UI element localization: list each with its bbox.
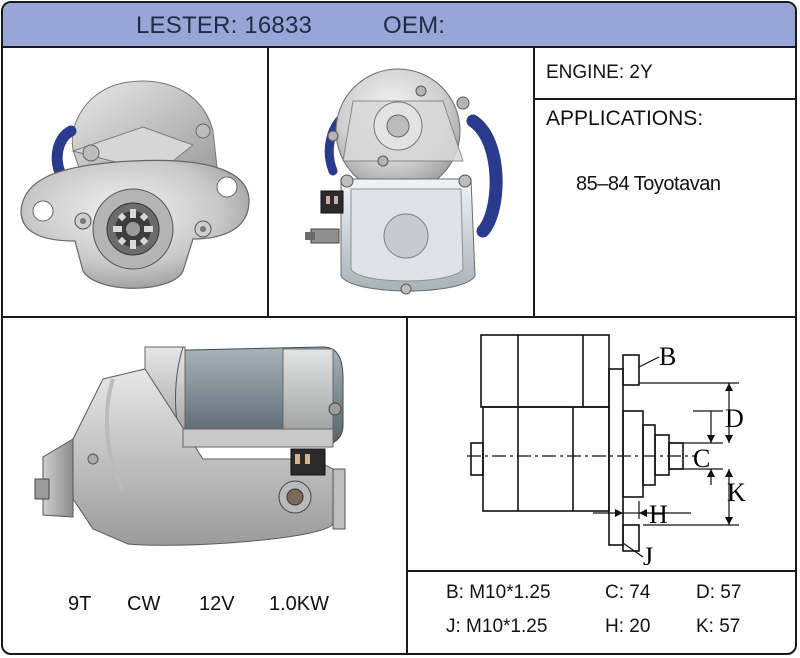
divider (533, 48, 535, 316)
label-c: C (693, 444, 710, 473)
engine-label: ENGINE: 2Y (546, 62, 653, 83)
starter-front-photo (20, 80, 250, 289)
applications-label: APPLICATIONS: (546, 107, 704, 130)
oem-label: OEM: (383, 12, 446, 39)
dimension-drawing: B D C K H J (467, 334, 746, 565)
spec-voltage: 12V (199, 593, 235, 615)
dim-b: B: M10*1.25 (446, 582, 551, 603)
divider (3, 316, 795, 318)
dim-c: C: 74 (605, 582, 651, 603)
divider (267, 48, 269, 316)
spec-rotation: CW (127, 593, 161, 615)
starter-side-photo (34, 346, 346, 546)
label-h: H (649, 500, 668, 529)
dim-k: K: 57 (696, 616, 741, 637)
label-b: B (659, 342, 676, 371)
spec-power: 1.0KW (269, 593, 330, 615)
application-value: 85–84 Toyotavan (576, 173, 721, 195)
starter-rear-photo (305, 68, 503, 295)
dim-d: D: 57 (696, 582, 742, 603)
spec-teeth: 9T (68, 593, 92, 615)
header-bar: LESTER: 16833 OEM: (3, 3, 795, 48)
label-k: K (727, 478, 746, 507)
lester-number: LESTER: 16833 (136, 12, 313, 39)
label-j: J (643, 542, 653, 565)
divider (533, 98, 795, 100)
label-d: D (725, 404, 744, 433)
divider (406, 570, 795, 572)
dim-h: H: 20 (605, 616, 651, 637)
dim-j: J: M10*1.25 (446, 616, 548, 637)
divider (406, 316, 408, 653)
